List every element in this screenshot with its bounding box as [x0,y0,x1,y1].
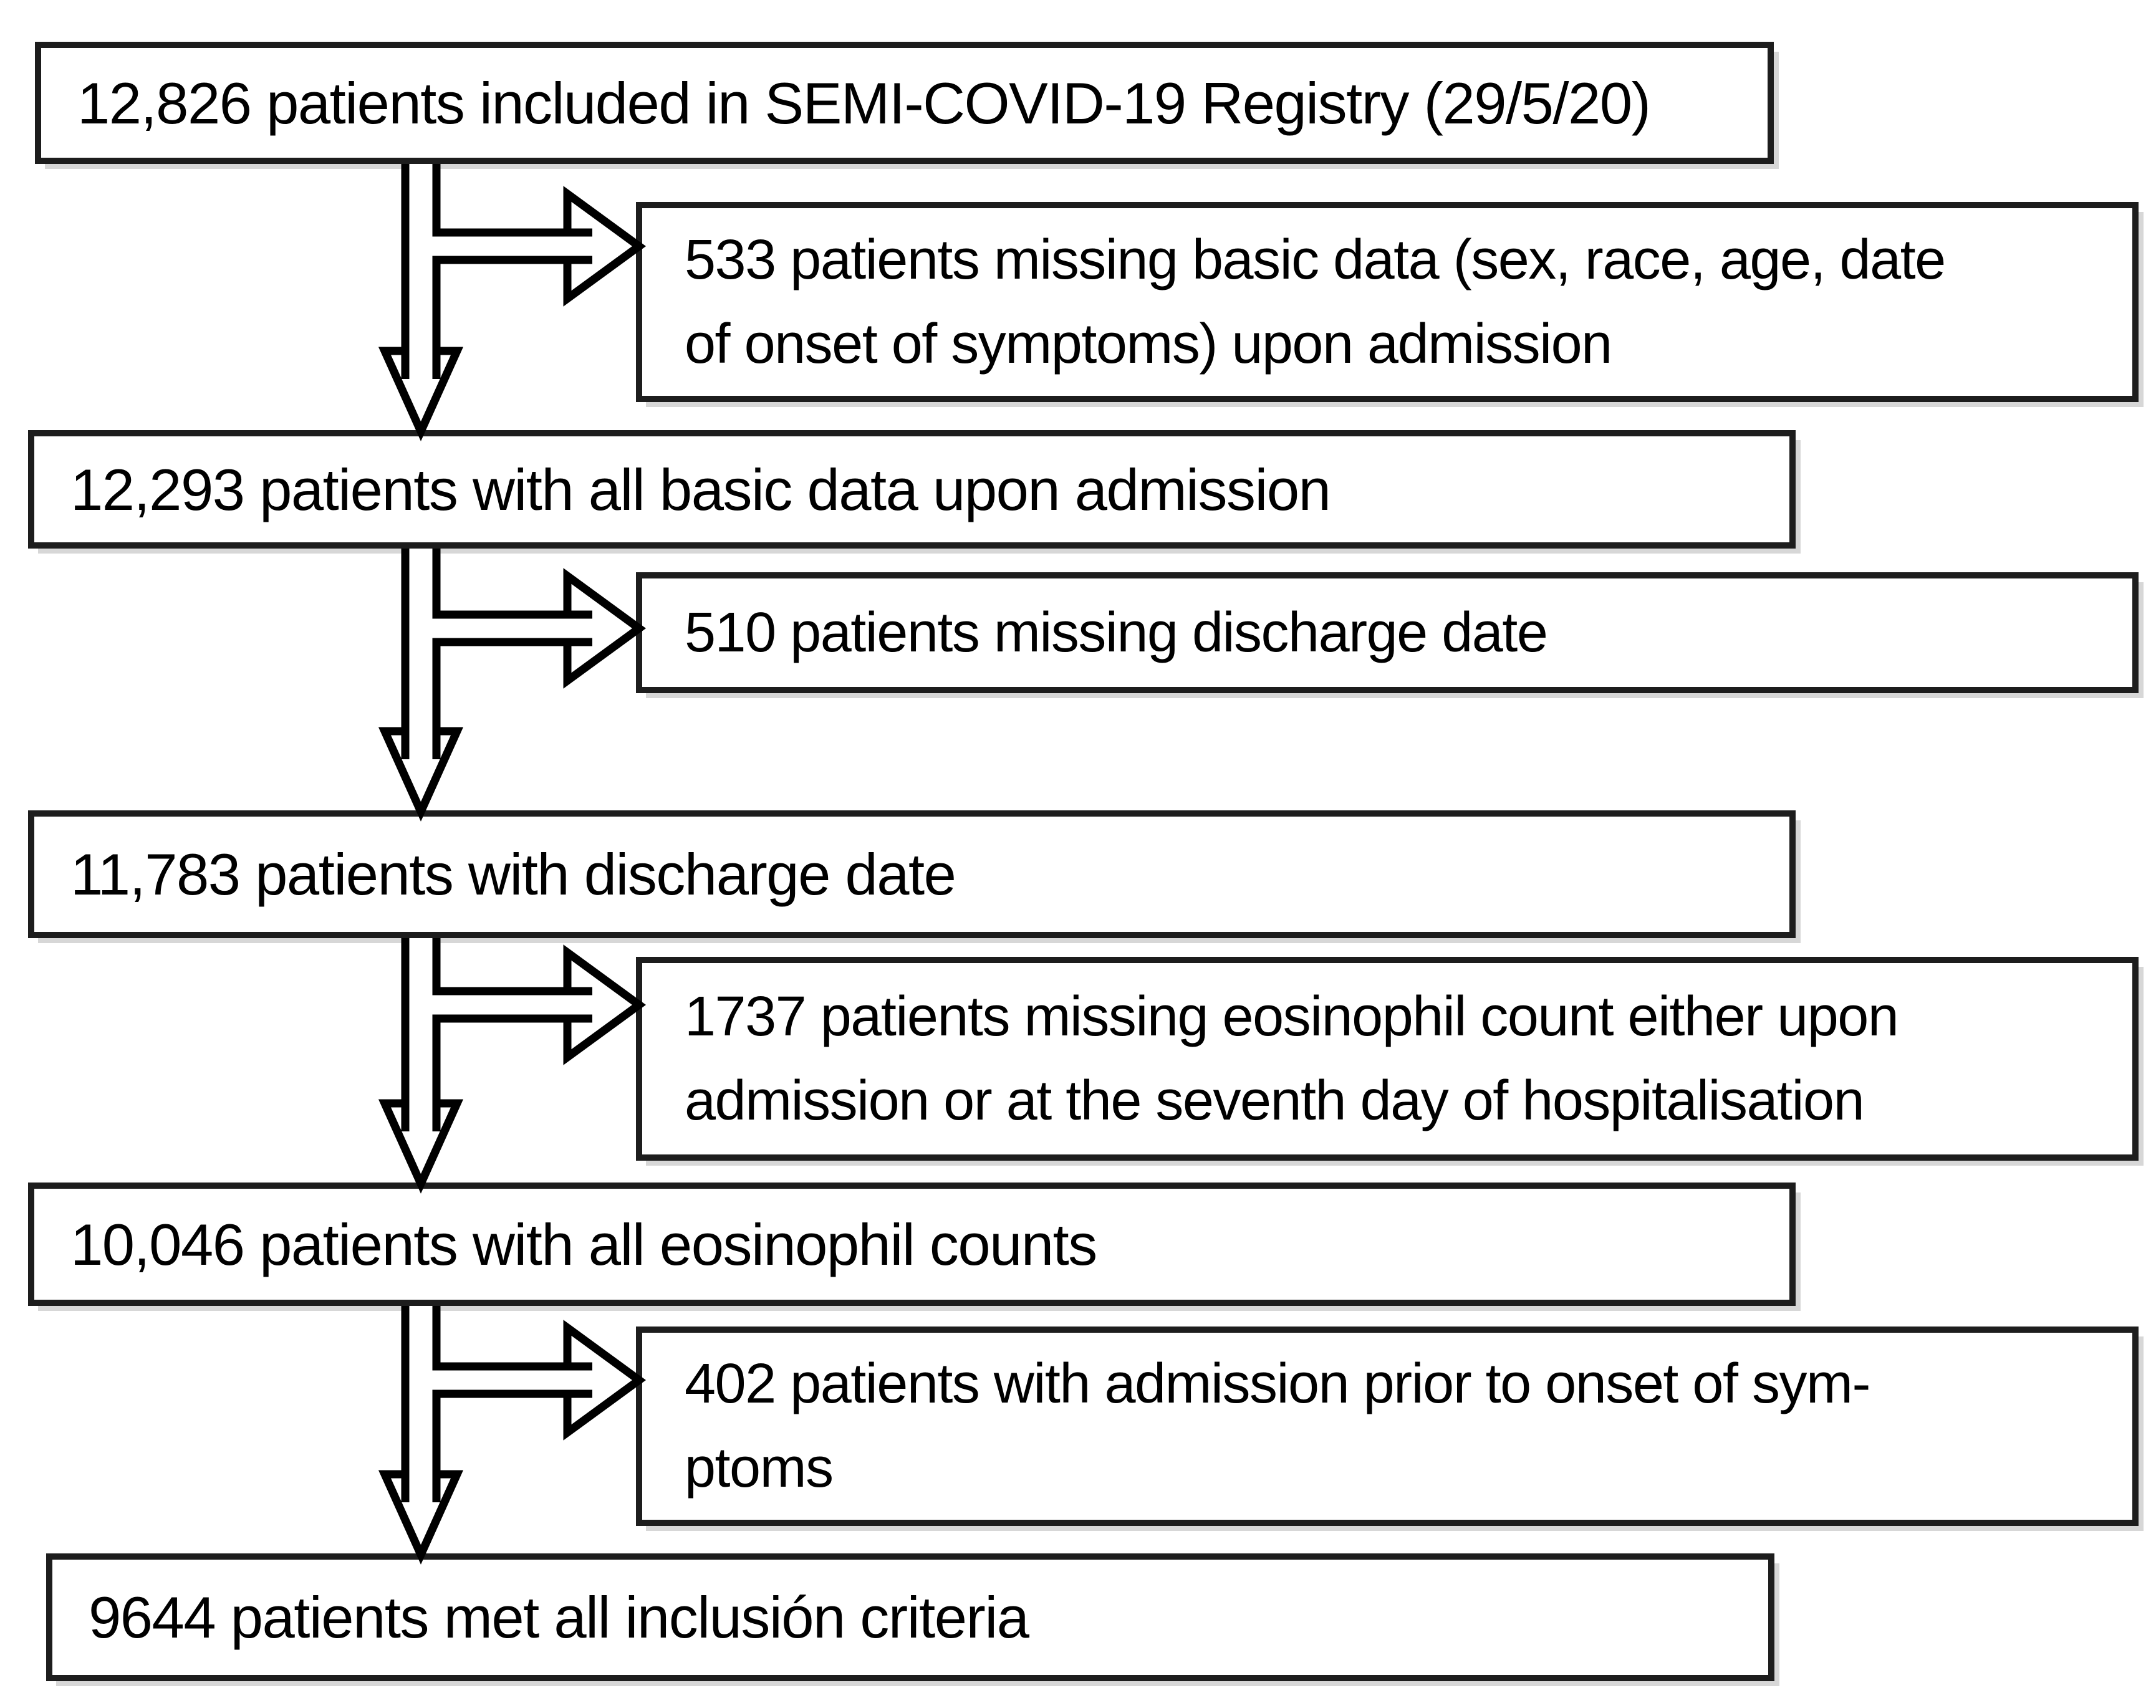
flow-connector-4 [378,1306,647,1565]
down-arrow-icon [378,164,464,441]
box-text-line: 1737 patients missing eosinophil count e… [685,985,1899,1048]
flow-connector-2 [378,549,647,822]
box-text-line: of onset of symptoms) upon admission [685,312,1612,375]
exclusion-box-missing-basic-data: 533 patients missing basic data (sex, ra… [636,202,2139,402]
cohort-box-registry: 12,826 patients included in SEMI-COVID-1… [35,42,1774,164]
cohort-box-inclusion-criteria: 9644 patients met all inclusión criteria [46,1553,1774,1681]
box-text-line: 10,046 patients with all eosinophil coun… [70,1211,1097,1277]
cohort-box-discharge-date: 11,783 patients with discharge date [28,810,1796,938]
right-arrow-icon [429,944,647,1065]
box-text-line: admission or at the seventh day of hospi… [685,1069,1865,1132]
flow-connector-1 [378,164,647,441]
box-text-line: ptoms [685,1437,834,1499]
cohort-box-eosinophil-counts: 10,046 patients with all eosinophil coun… [28,1183,1796,1306]
down-arrow-icon [378,1306,464,1565]
box-text-line: 9644 patients met all inclusión criteria [89,1585,1029,1650]
box-text-line: 533 patients missing basic data (sex, ra… [685,228,1946,291]
box-text-line: 12,293 patients with all basic data upon… [70,456,1331,522]
exclusion-box-admission-before-onset: 402 patients with admission prior to ons… [636,1327,2139,1526]
right-arrow-icon [429,568,647,689]
box-text-line: 402 patients with admission prior to ons… [685,1353,1870,1415]
right-arrow-icon [429,1320,647,1441]
box-text-line: 510 patients missing discharge date [685,601,1548,664]
exclusion-box-missing-eosinophil-count: 1737 patients missing eosinophil count e… [636,957,2139,1161]
down-arrow-icon [378,938,464,1194]
right-arrow-icon [429,186,647,307]
cohort-box-basic-data: 12,293 patients with all basic data upon… [28,430,1796,549]
flow-connector-3 [378,938,647,1194]
box-text-line: 12,826 patients included in SEMI-COVID-1… [77,70,1651,136]
exclusion-box-missing-discharge-date: 510 patients missing discharge date [636,572,2139,693]
down-arrow-icon [378,549,464,822]
box-text-line: 11,783 patients with discharge date [70,842,956,907]
